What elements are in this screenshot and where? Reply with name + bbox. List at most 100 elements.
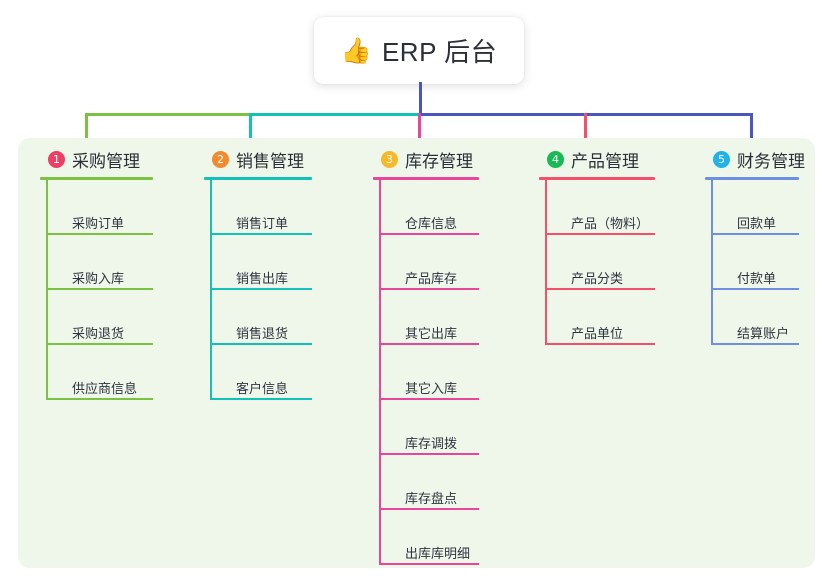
branch-item-label: 仓库信息 <box>405 216 458 231</box>
branch-badge-2: 2 <box>212 150 229 168</box>
branch-header-4[interactable]: 4 产品管理 <box>539 146 655 172</box>
hbar-purchasing <box>85 113 251 116</box>
branch-item[interactable]: 仓库信息 <box>379 180 479 235</box>
branch-item[interactable]: 库存调拨 <box>379 400 479 455</box>
branch-item[interactable]: 客户信息 <box>210 345 312 400</box>
branch-spine-5 <box>711 180 713 345</box>
branch-item-label: 结算账户 <box>737 326 790 341</box>
branch-item[interactable]: 供应商信息 <box>46 345 153 400</box>
branch-title-1: 采购管理 <box>72 151 140 171</box>
branch-spine-4 <box>545 180 547 345</box>
branch-header-2[interactable]: 2 销售管理 <box>204 146 312 172</box>
branch-item-label: 采购退货 <box>72 326 125 341</box>
branch-item-rule <box>379 563 479 565</box>
connector-drop-3 <box>418 113 421 145</box>
branch-title-2: 销售管理 <box>236 151 304 171</box>
branch-item[interactable]: 产品库存 <box>379 235 479 290</box>
branch-item-list-4: 产品（物料） 产品分类产品单位 <box>545 180 655 345</box>
branch-item-rule <box>379 343 479 345</box>
branch-item-rule <box>379 508 479 510</box>
branch-item-label: 产品（物料） <box>571 216 650 231</box>
branch-item-label: 出库库明细 <box>405 546 471 561</box>
branch-item[interactable]: 采购入库 <box>46 235 153 290</box>
branch-item[interactable]: 销售订单 <box>210 180 312 235</box>
branch-item-label: 销售订单 <box>236 216 289 231</box>
branches-panel <box>18 138 815 568</box>
connector-drop-2 <box>249 113 252 145</box>
branch-item[interactable]: 销售退货 <box>210 290 312 345</box>
branch-item-rule <box>46 398 153 400</box>
branch-item-label: 采购入库 <box>72 271 125 286</box>
branch-item[interactable]: 产品单位 <box>545 290 655 345</box>
branch-title-5: 财务管理 <box>737 151 805 171</box>
branch-header-1[interactable]: 1 采购管理 <box>40 146 153 172</box>
branch-spine-2 <box>210 180 212 400</box>
branch-item-rule <box>545 233 655 235</box>
branch-item-rule <box>545 288 655 290</box>
branch-header-rule-1 <box>40 177 153 180</box>
branch-item-rule <box>46 233 153 235</box>
branch-item-label: 其它入库 <box>405 381 458 396</box>
branch-item[interactable]: 采购订单 <box>46 180 153 235</box>
branch-item-label: 销售出库 <box>236 271 289 286</box>
branch-item[interactable]: 库存盘点 <box>379 455 479 510</box>
branch-item-label: 客户信息 <box>236 381 289 396</box>
branch-column-5: 5 财务管理回款单付款单结算账户 <box>705 146 805 345</box>
branch-item[interactable]: 其它入库 <box>379 345 479 400</box>
branch-item-rule <box>379 453 479 455</box>
branch-item[interactable]: 其它出库 <box>379 290 479 345</box>
branch-header-rule-5 <box>705 177 799 180</box>
branch-item[interactable]: 产品分类 <box>545 235 655 290</box>
branch-column-4: 4 产品管理产品（物料） 产品分类产品单位 <box>539 146 655 345</box>
branch-header-5[interactable]: 5 财务管理 <box>705 146 805 172</box>
branch-item-rule <box>210 288 312 290</box>
branch-item[interactable]: 采购退货 <box>46 290 153 345</box>
branch-item-rule <box>711 233 799 235</box>
branch-item-label: 供应商信息 <box>72 381 138 396</box>
branch-spine-3 <box>379 180 381 565</box>
branch-item[interactable]: 出库库明细 <box>379 510 479 565</box>
branch-item-label: 其它出库 <box>405 326 458 341</box>
branch-item[interactable]: 销售出库 <box>210 235 312 290</box>
branch-badge-5: 5 <box>713 150 730 168</box>
branch-header-rule-4 <box>539 177 655 180</box>
branch-column-2: 2 销售管理销售订单销售出库销售退货客户信息 <box>204 146 312 400</box>
branch-item[interactable]: 回款单 <box>711 180 805 235</box>
branch-item[interactable]: 结算账户 <box>711 290 805 345</box>
branch-item-rule <box>210 398 312 400</box>
branch-badge-4: 4 <box>547 150 564 168</box>
connector-drop-4 <box>584 113 587 145</box>
branch-spine-1 <box>46 180 48 400</box>
branch-header-rule-3 <box>373 177 479 180</box>
branch-item-label: 销售退货 <box>236 326 289 341</box>
branch-item-label: 库存调拨 <box>405 436 458 451</box>
branch-badge-1: 1 <box>48 150 65 168</box>
branch-item-rule <box>379 288 479 290</box>
branch-item-rule <box>379 233 479 235</box>
connector-drop-1 <box>85 113 88 145</box>
branch-item-rule <box>46 343 153 345</box>
branch-item-label: 库存盘点 <box>405 491 458 506</box>
branch-item-label: 回款单 <box>737 216 777 231</box>
branch-item[interactable]: 付款单 <box>711 235 805 290</box>
root-stem <box>419 82 422 116</box>
branch-title-4: 产品管理 <box>571 151 639 171</box>
branch-item-label: 付款单 <box>737 271 777 286</box>
root-node[interactable]: 👍 ERP 后台 <box>314 17 524 84</box>
root-node-title: ERP 后台 <box>381 37 498 67</box>
thumbs-up-icon: 👍 <box>340 37 372 65</box>
branch-item[interactable]: 产品（物料） <box>545 180 655 235</box>
branch-item-list-2: 销售订单销售出库销售退货客户信息 <box>210 180 312 400</box>
branch-item-rule <box>46 288 153 290</box>
branch-title-3: 库存管理 <box>405 151 473 171</box>
branch-item-rule <box>379 398 479 400</box>
branch-item-label: 产品分类 <box>571 271 624 286</box>
branch-header-rule-2 <box>204 177 312 180</box>
branch-item-rule <box>711 288 799 290</box>
connector-drop-5 <box>750 113 753 145</box>
branch-column-1: 1 采购管理采购订单采购入库采购退货供应商信息 <box>40 146 153 400</box>
branch-item-label: 产品单位 <box>571 326 624 341</box>
